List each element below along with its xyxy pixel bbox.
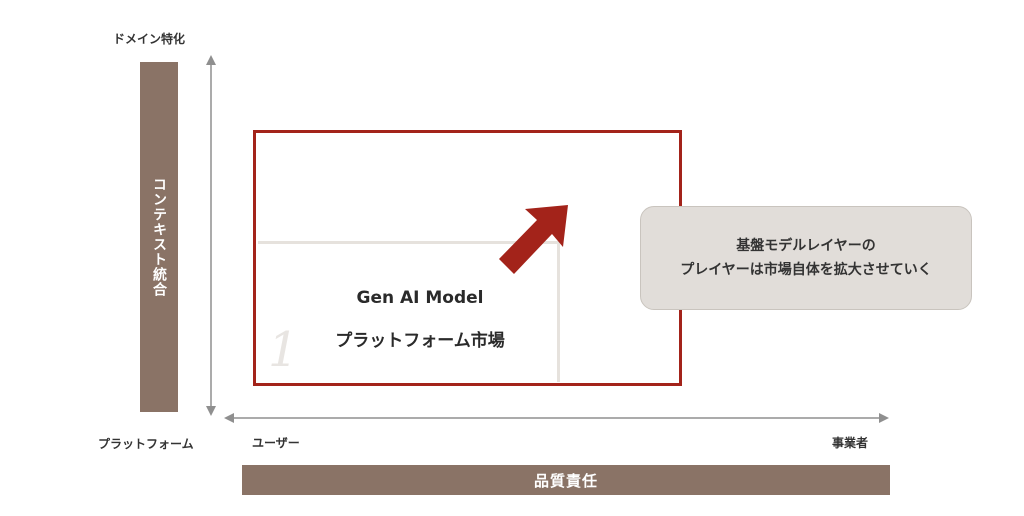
market-number: 1: [268, 322, 299, 378]
grid-line-horizontal: [258, 241, 560, 244]
callout-box: 基盤モデルレイヤーの プレイヤーは市場自体を拡大させていく: [640, 206, 972, 310]
x-axis-right-label: 事業者: [832, 436, 869, 450]
y-axis-bottom-label: プラットフォーム: [98, 437, 194, 451]
context-integration-label: コンテキスト統合: [151, 177, 167, 297]
quality-responsibility-bar: 品質責任: [242, 465, 890, 495]
callout-line-1: 基盤モデルレイヤーの: [736, 238, 876, 254]
y-axis-top-label: ドメイン特化: [113, 32, 186, 46]
x-axis-arrow: [224, 413, 889, 423]
x-axis-left-label: ユーザー: [252, 436, 300, 450]
callout-line-2: プレイヤーは市場自体を拡大させていく: [680, 262, 932, 278]
growth-arrow-icon: [499, 205, 568, 274]
grid-line-vertical: [557, 241, 560, 382]
quality-responsibility-label: 品質責任: [533, 471, 598, 490]
market-title: Gen AI Model: [356, 288, 484, 308]
context-integration-bar: コンテキスト統合: [140, 62, 178, 412]
y-axis-arrow: [206, 55, 216, 416]
market-subtitle: プラットフォーム市場: [335, 331, 505, 351]
market-box: [253, 130, 682, 386]
